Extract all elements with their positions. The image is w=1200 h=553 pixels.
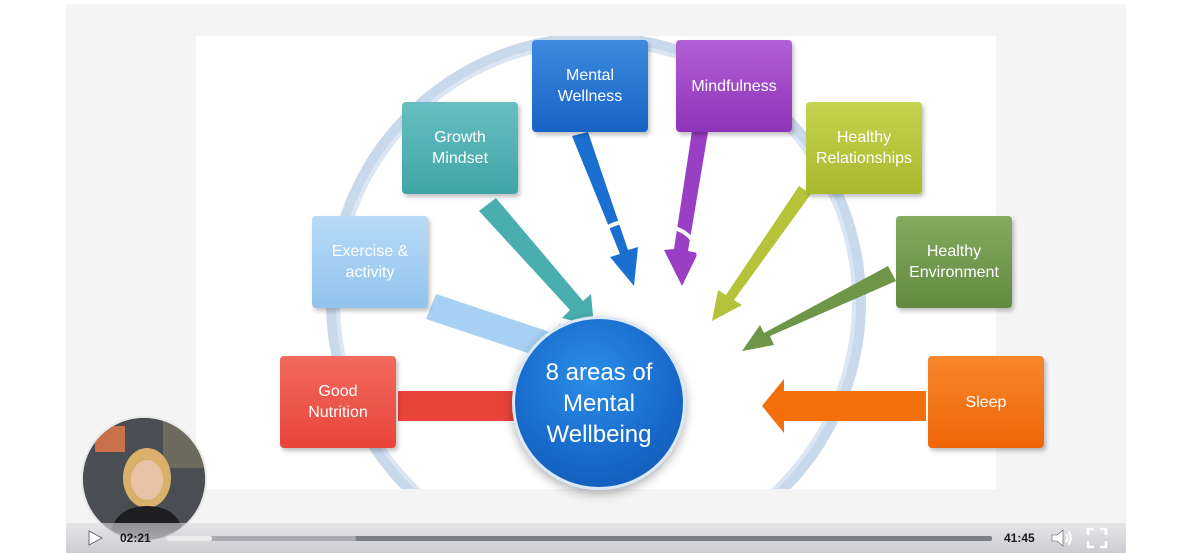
duration-time: 41:45	[1004, 531, 1035, 545]
box-growth-mindset: Growth Mindset	[402, 102, 518, 194]
fullscreen-icon	[1086, 527, 1108, 549]
box-healthy-relationships: Healthy Relationships	[806, 102, 922, 194]
center-title: 8 areas of Mental Wellbeing	[512, 316, 686, 490]
volume-icon	[1051, 529, 1072, 547]
presenter-image	[83, 418, 205, 540]
box-good-nutrition: Good Nutrition	[280, 356, 396, 448]
progress-played	[166, 536, 213, 541]
arrow-healthy-relationships	[712, 186, 811, 321]
box-healthy-environment: Healthy Environment	[896, 216, 1012, 308]
current-time: 02:21	[120, 531, 151, 545]
play-icon	[88, 530, 103, 546]
arrow-growth-mindset	[479, 198, 594, 326]
box-exercise: Exercise & activity	[312, 216, 428, 308]
arrow-sleep	[762, 379, 926, 433]
box-mental-wellness: Mental Wellness	[532, 40, 648, 132]
box-sleep: Sleep	[928, 356, 1044, 448]
box-mindfulness: Mindfulness	[676, 40, 792, 132]
play-button[interactable]	[86, 529, 104, 547]
fullscreen-button[interactable]	[1086, 527, 1108, 549]
cycle-arc	[585, 219, 647, 300]
arrow-mental-wellness	[572, 132, 638, 286]
progress-bar[interactable]	[166, 536, 992, 541]
diagram-graphics	[326, 36, 926, 489]
volume-button[interactable]	[1050, 528, 1074, 548]
player-controls: 02:21 41:45	[66, 523, 1126, 553]
video-player[interactable]: Good Nutrition Exercise & activity Growt…	[66, 4, 1126, 553]
progress-buffered	[166, 536, 356, 541]
arrow-healthy-environment	[742, 266, 896, 351]
arrow-mindfulness	[664, 131, 708, 286]
slide: Good Nutrition Exercise & activity Growt…	[196, 36, 1044, 489]
